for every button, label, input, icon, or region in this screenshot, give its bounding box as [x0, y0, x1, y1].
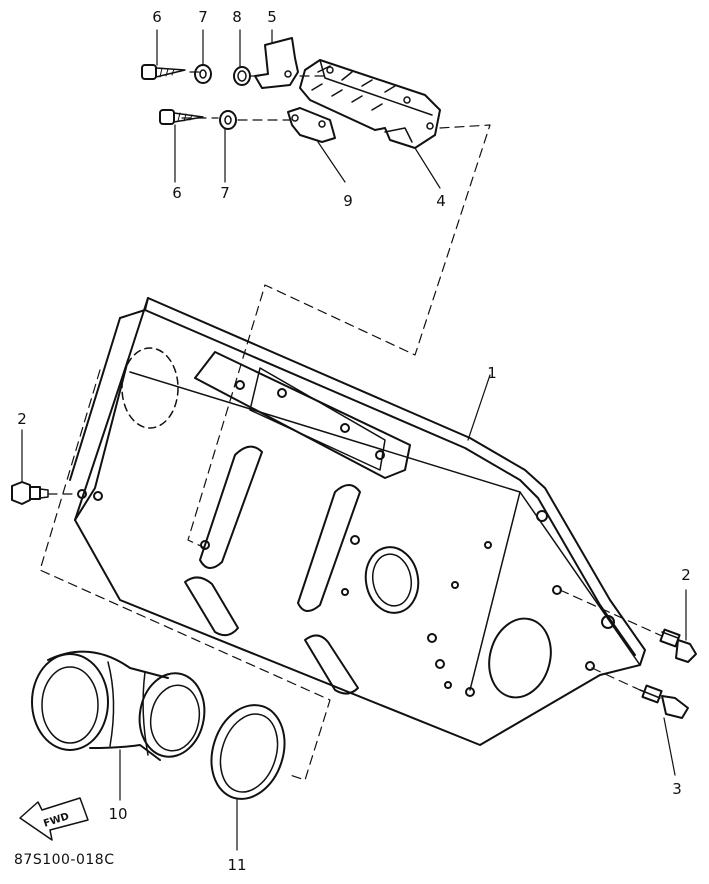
callout-10: 10	[108, 805, 127, 823]
screw-bottom	[159, 109, 204, 125]
screw-top	[141, 64, 186, 80]
bolt-left	[11, 481, 49, 505]
forward-arrow-icon	[19, 797, 89, 841]
clip-part-5	[254, 37, 299, 89]
callout-2-left: 2	[17, 410, 27, 428]
main-bracket-panel	[69, 297, 646, 746]
callout-6-bottom: 6	[172, 184, 182, 202]
alignment-lines	[39, 71, 663, 781]
callout-9: 9	[343, 192, 353, 210]
fwd-label: FWD	[42, 811, 70, 830]
nut-part-8	[233, 66, 251, 86]
drawing-code: 87S100-018C	[14, 852, 114, 868]
callout-11: 11	[227, 856, 246, 874]
callout-6-top: 6	[152, 8, 162, 26]
callouts: 6 7 8 5 6 7 9 4 1 2 2 3 10 11	[17, 8, 691, 874]
clip-part-9	[287, 107, 336, 143]
callout-2-right: 2	[681, 566, 691, 584]
callout-5: 5	[267, 8, 277, 26]
gasket-ring	[210, 704, 286, 800]
callout-1: 1	[487, 364, 497, 382]
callout-4: 4	[436, 192, 446, 210]
washer-top	[194, 64, 212, 84]
callout-7-bottom: 7	[220, 184, 230, 202]
washer-bottom	[219, 110, 237, 130]
bolt-right-upper	[659, 628, 697, 663]
upper-bracket	[299, 59, 441, 149]
callout-8: 8	[232, 8, 242, 26]
callout-3: 3	[672, 780, 682, 798]
intake-joint	[31, 650, 206, 761]
leader-lines	[21, 29, 687, 851]
bolt-part-3	[639, 684, 689, 719]
callout-7-top: 7	[198, 8, 208, 26]
